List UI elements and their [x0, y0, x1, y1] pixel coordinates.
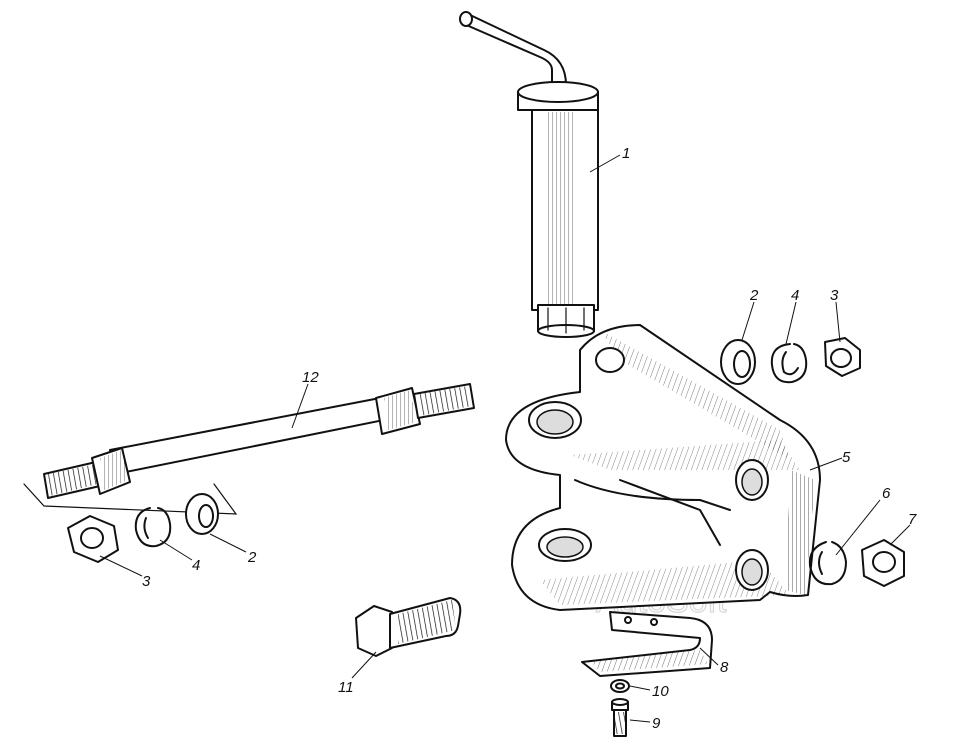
part-7-nut-right — [861, 539, 905, 587]
part-2-washer-left — [185, 493, 219, 535]
part-12-threaded-rod — [23, 383, 475, 515]
label-8: 8 — [720, 659, 729, 676]
label-10: 10 — [652, 683, 669, 700]
label-2-left: 2 — [247, 549, 257, 566]
callout-labels: 1 2 4 3 5 6 7 8 10 9 11 12 3 4 2 — [142, 145, 917, 732]
label-12: 12 — [302, 369, 319, 386]
label-6: 6 — [882, 485, 891, 502]
part-4-spring-washer-left — [134, 507, 172, 548]
part-1-pin — [459, 11, 599, 338]
part-9-small-bolt — [611, 698, 629, 737]
label-3-left: 3 — [142, 573, 151, 590]
part-8-plate — [581, 611, 713, 677]
part-5-bracket — [505, 324, 821, 611]
label-7: 7 — [908, 511, 917, 528]
part-4-spring-washer-top — [770, 343, 808, 384]
part-3-nut-top — [824, 337, 861, 377]
label-5: 5 — [842, 449, 851, 466]
label-4-left: 4 — [192, 557, 200, 574]
label-4-top: 4 — [791, 287, 799, 304]
part-2-washer-top — [720, 339, 756, 385]
part-10-small-washer — [610, 679, 630, 693]
part-6-spring-washer-right — [808, 541, 847, 586]
leader-lines — [99, 154, 911, 723]
label-11: 11 — [338, 679, 354, 696]
label-2-top: 2 — [749, 287, 759, 304]
label-1: 1 — [622, 145, 630, 162]
label-9: 9 — [652, 715, 661, 732]
part-3-nut-left — [67, 515, 119, 563]
label-3-top: 3 — [830, 287, 839, 304]
part-11-bolt — [355, 597, 462, 657]
